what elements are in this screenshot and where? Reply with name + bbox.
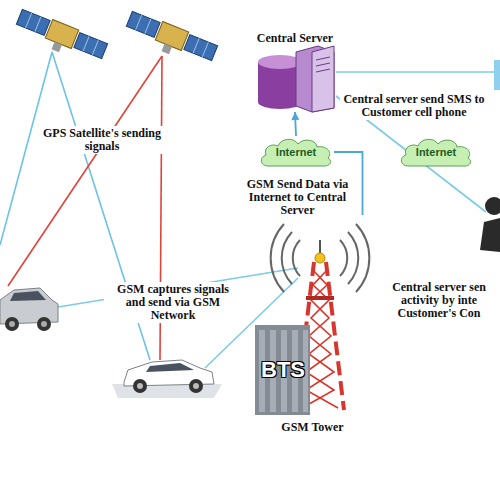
- sms-link: [336, 71, 500, 73]
- activity-note: Central server sen activity by inte Cust…: [382, 280, 496, 321]
- server-node: Central Server: [240, 30, 350, 112]
- phone: [494, 60, 500, 90]
- gps-satellite: [123, 9, 219, 69]
- internet-cloud: Internet: [258, 136, 334, 168]
- node-heading: Central Server: [255, 30, 335, 46]
- connector: [291, 112, 299, 136]
- car: [112, 360, 222, 398]
- data-note: GSM Send Data via Internet to Central Se…: [240, 177, 355, 218]
- node-heading: GSM Tower: [279, 419, 345, 435]
- gps-satellite: [13, 7, 109, 67]
- internet-cloud: Internet: [398, 136, 474, 168]
- bts-label: BTS: [254, 358, 312, 382]
- cloud-outline: [261, 139, 330, 166]
- signal-line: [8, 56, 162, 286]
- cloud-label: Internet: [416, 146, 456, 158]
- server-icon: [258, 46, 334, 112]
- cloud-label: Internet: [276, 146, 316, 158]
- customer: [480, 197, 500, 252]
- signal-note: GPS Satellite's sending signals: [40, 126, 164, 154]
- cloud-outline: [401, 139, 470, 166]
- sms-note: Central server send SMS to Customer cell…: [340, 92, 488, 120]
- tower-node: GSM Tower: [250, 215, 375, 435]
- car: [0, 288, 58, 331]
- arrow-head: [291, 112, 299, 120]
- capture-note: GSM captures signals and send via GSM Ne…: [104, 282, 242, 323]
